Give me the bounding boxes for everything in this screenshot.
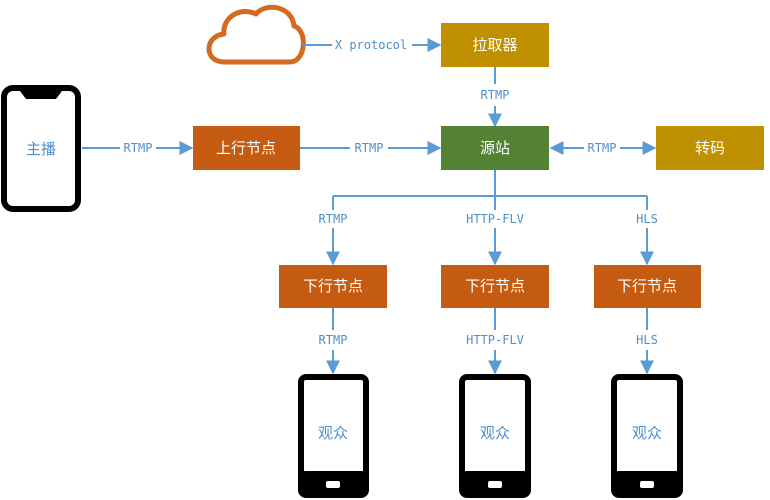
node-downstream-1-label: 下行节点 [303,277,363,295]
node-upstream-label: 上行节点 [216,139,276,157]
node-puller: 拉取器 [441,23,549,67]
edge-label-viewer-3: HLS [636,333,658,347]
edge-down-2-to-viewer: HTTP-FLV [466,308,524,375]
edge-origin-fanout [333,170,647,197]
edge-label-viewer-1: RTMP [319,333,348,347]
edge-label-down-3: HLS [636,212,658,226]
node-transcode: 转码 [656,126,764,170]
edge-label-puller-origin: RTMP [481,88,510,102]
edge-label-x-protocol: X protocol [335,38,407,52]
node-origin: 源站 [441,126,549,170]
node-transcode-label: 转码 [695,139,725,157]
node-origin-label: 源站 [480,139,510,157]
edge-origin-transcode: RTMP [549,141,657,155]
edge-down-3-to-viewer: HLS [636,308,658,375]
cloud-icon [206,4,306,65]
viewer-phone-2-label: 观众 [480,424,510,442]
edge-label-viewer-2: HTTP-FLV [466,333,524,347]
edge-anchor-to-upstream: RTMP [82,141,194,155]
viewer-phone-1-icon: 观众 [298,374,369,498]
node-upstream: 上行节点 [193,126,300,170]
edge-label-origin-transcode: RTMP [588,141,617,155]
node-puller-label: 拉取器 [472,36,517,54]
viewer-phone-1-label: 观众 [318,424,348,442]
edge-origin-to-down-1: RTMP [319,196,348,266]
node-downstream-2: 下行节点 [441,265,549,308]
edge-origin-to-down-2: HTTP-FLV [466,196,524,266]
edge-label-down-1: RTMP [319,212,348,226]
viewer-phone-2-icon: 观众 [459,374,531,498]
edge-cloud-to-puller: X protocol [302,38,442,52]
edge-puller-to-origin: RTMP [481,67,510,128]
edge-label-down-2: HTTP-FLV [466,212,524,226]
edge-down-1-to-viewer: RTMP [319,308,348,375]
anchor-phone-icon: 主播 [1,85,81,212]
viewer-phone-3-icon: 观众 [611,374,683,498]
viewer-phone-3-label: 观众 [632,424,662,442]
node-downstream-3-label: 下行节点 [617,277,677,295]
node-downstream-2-label: 下行节点 [465,277,525,295]
node-downstream-1: 下行节点 [279,265,387,308]
anchor-phone-label: 主播 [26,140,56,158]
edge-origin-to-down-3: HLS [636,196,658,266]
node-downstream-3: 下行节点 [594,265,701,308]
edge-label-anchor-upstream: RTMP [124,141,153,155]
edge-label-upstream-origin: RTMP [355,141,384,155]
edge-upstream-to-origin: RTMP [300,141,442,155]
